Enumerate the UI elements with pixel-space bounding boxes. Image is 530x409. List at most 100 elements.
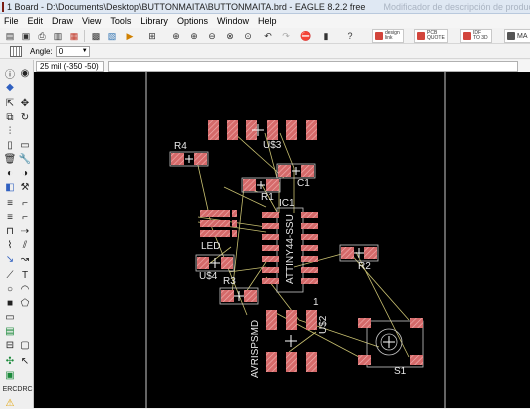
smash-icon[interactable]: ◑ <box>21 167 29 179</box>
command-line-input[interactable] <box>108 60 518 72</box>
menu-draw[interactable]: Draw <box>52 16 74 26</box>
warning-icon[interactable]: ⚠ <box>5 397 15 409</box>
ma-button[interactable]: MA <box>504 29 530 43</box>
label-s1: S1 <box>394 366 407 377</box>
zoom-in-icon[interactable]: ⊕ <box>190 30 198 41</box>
menu-tools[interactable]: Tools <box>110 16 132 26</box>
angle-select[interactable]: 0 ▼ <box>55 45 90 57</box>
autorouter-icon[interactable]: ↘ <box>5 253 15 265</box>
zoom-fit-icon[interactable]: ⊕ <box>172 30 180 41</box>
open-icon[interactable]: ▤ <box>5 30 15 41</box>
save-icon[interactable]: ▣ <box>21 30 31 41</box>
move-icon[interactable]: ✥ <box>20 97 30 109</box>
script-icon[interactable]: ▧ <box>107 30 117 41</box>
menu-help[interactable]: Help <box>257 16 277 26</box>
label-u3: U$3 <box>263 140 282 151</box>
redraw-icon[interactable]: ⊙ <box>244 30 252 41</box>
align-icon[interactable]: ⫶ <box>8 125 12 137</box>
delete-icon[interactable]: 🗑 <box>3 153 17 165</box>
circle-icon[interactable]: ○ <box>6 283 14 295</box>
erc-check-icon[interactable]: ERC <box>2 385 18 393</box>
print-icon[interactable]: ⎙ <box>38 30 46 41</box>
meander-icon[interactable]: ⊓ <box>6 225 14 237</box>
rectangle-icon[interactable]: ■ <box>6 297 14 309</box>
menu-edit[interactable]: Edit <box>27 16 44 26</box>
rotate-icon[interactable]: ↻ <box>20 111 30 123</box>
menu-view[interactable]: View <box>82 16 102 26</box>
drc-check-icon[interactable]: DRC <box>17 385 33 393</box>
dimension-icon[interactable]: ▭ <box>5 311 15 323</box>
menu-file[interactable]: File <box>4 16 19 26</box>
schematic-icon[interactable]: ▦ <box>69 30 79 41</box>
menu-options[interactable]: Options <box>176 16 208 26</box>
group-icon[interactable]: ▭ <box>20 139 30 151</box>
window-title: 1 Board - D:\Documents\Desktop\BUTTONMAI… <box>7 1 366 12</box>
cam-icon[interactable]: ▥ <box>53 30 63 41</box>
pad-array-left <box>200 210 237 237</box>
board-icon[interactable]: ▩ <box>91 30 101 41</box>
info-icon[interactable]: ⓘ <box>5 69 15 81</box>
board-drawing <box>145 72 446 408</box>
text-icon[interactable]: T <box>21 269 29 281</box>
zoom-out-icon[interactable]: ⊖ <box>208 30 216 41</box>
length-icon[interactable]: ⇢ <box>20 225 30 237</box>
pad-icon[interactable]: ▤ <box>5 325 15 337</box>
label-ic1: IC1 <box>279 198 295 209</box>
slice-icon[interactable]: ⌐ <box>22 211 28 223</box>
ratsnest-icon[interactable]: ⊞ <box>148 30 156 41</box>
s1-switch <box>358 318 424 368</box>
help-icon[interactable]: ? <box>347 31 353 41</box>
led-u4 <box>195 254 235 272</box>
undo-icon[interactable]: ↶ <box>264 30 272 41</box>
ratsnest-tool-icon[interactable]: ↝ <box>20 253 30 265</box>
run-ulp-icon[interactable]: ▶ <box>126 30 134 41</box>
pcb-quote-icon <box>417 32 425 40</box>
wrench-icon[interactable]: 🔧 <box>18 153 32 165</box>
grid-icon[interactable] <box>10 45 22 57</box>
mirror-icon[interactable]: ◐ <box>6 167 14 179</box>
chevron-down-icon: ▼ <box>81 48 88 54</box>
line-icon[interactable]: ⟋ <box>6 269 14 281</box>
bend-icon[interactable]: ⌇ <box>7 239 13 251</box>
background-window-title: Modificador de descripción de producción <box>383 1 530 12</box>
label-u2: U$2 <box>318 315 329 334</box>
attribute-icon[interactable]: ✣ <box>5 355 15 367</box>
mark-icon[interactable]: ↖ <box>20 355 30 367</box>
r4-resistor <box>169 151 209 167</box>
label-r2: R2 <box>358 261 371 272</box>
paste-icon[interactable]: ▯ <box>7 139 13 151</box>
polygon-icon[interactable]: ⬠ <box>20 297 30 309</box>
board-canvas[interactable]: R4 U$3 C1 R1 IC1 ATTINY44-SSU LED U$4 R3… <box>34 72 530 408</box>
split-icon[interactable]: ◧ <box>5 181 15 193</box>
optimize-icon[interactable]: ⌐ <box>22 197 28 209</box>
label-pin1: 1 <box>313 297 319 308</box>
stop-icon[interactable]: ⛔ <box>300 30 312 41</box>
u3-header <box>208 120 317 140</box>
c1-capacitor <box>276 163 316 179</box>
r1-resistor <box>241 177 281 193</box>
show-icon[interactable]: ◉ <box>20 67 30 79</box>
route-icon[interactable]: ≡ <box>7 211 13 223</box>
smd-icon[interactable]: ⊟ <box>5 339 15 351</box>
redo-icon[interactable]: ↷ <box>282 30 290 41</box>
eagle-app-icon <box>2 1 4 12</box>
menu-library[interactable]: Library <box>140 16 168 26</box>
erc-icon[interactable]: ▣ <box>5 369 15 381</box>
r2-resistor <box>339 244 379 262</box>
ripup-icon[interactable]: ≡ <box>7 197 13 209</box>
via-icon[interactable]: ⫽ <box>22 239 28 251</box>
arc-icon[interactable]: ◠ <box>20 283 30 295</box>
hole-icon[interactable]: ▢ <box>20 339 30 351</box>
go-icon[interactable]: ▮ <box>323 30 329 41</box>
ic1-chip <box>262 207 318 293</box>
zoom-window-icon[interactable]: ⊗ <box>226 30 234 41</box>
menu-window[interactable]: Window <box>216 16 249 26</box>
coordinate-readout: 25 mil (-350 -50) <box>36 60 104 72</box>
change-icon[interactable]: ⚒ <box>20 181 30 193</box>
select-icon[interactable]: ⇱ <box>5 97 15 109</box>
layers-icon[interactable]: ◆ <box>6 81 14 93</box>
copy-icon[interactable]: ⧉ <box>6 111 14 123</box>
